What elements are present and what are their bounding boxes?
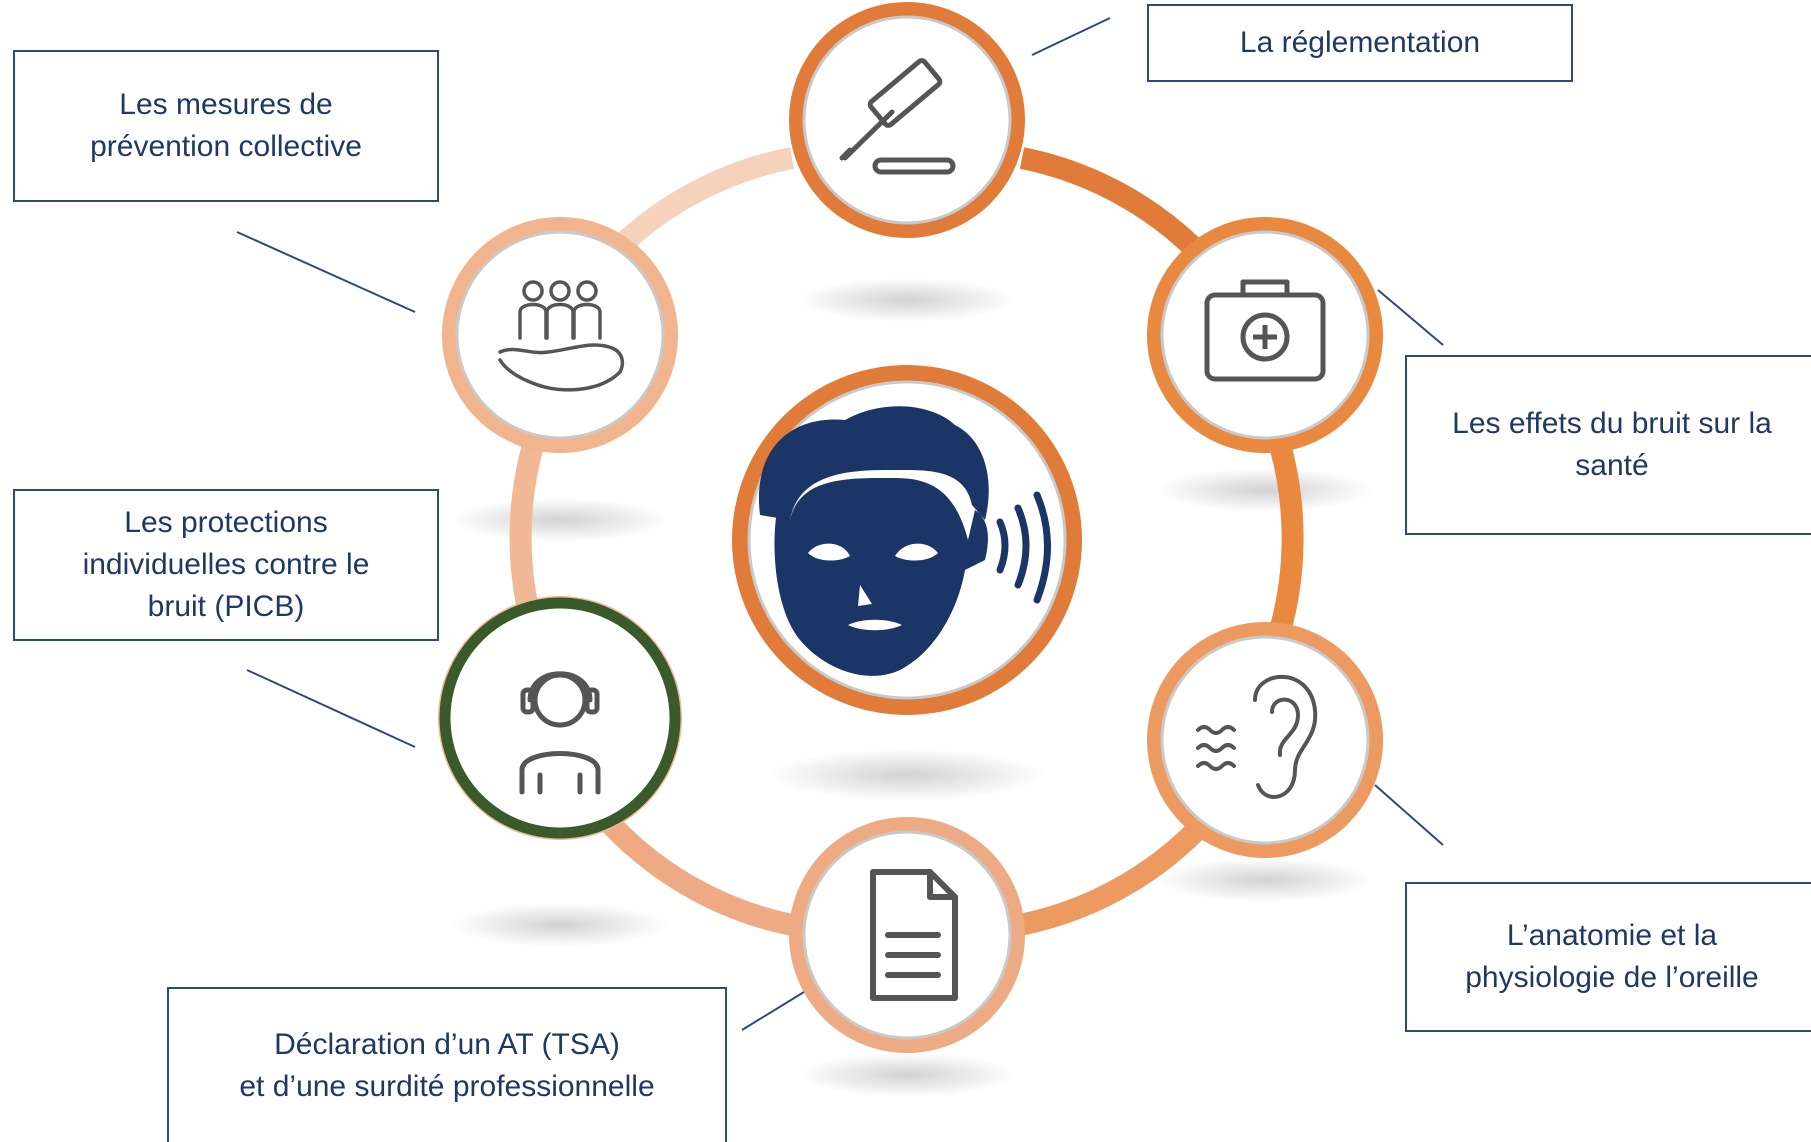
label-anatomie-line-1: L’anatomie et la xyxy=(1506,919,1718,952)
ear-sound-waves-icon xyxy=(1196,674,1318,799)
topic-node-protections xyxy=(438,596,682,840)
label-declaration: Déclaration d’un AT (TSA) et d’une surdi… xyxy=(167,987,727,1142)
topic-node-anatomie xyxy=(1147,622,1383,858)
person-hearing-noise-icon xyxy=(758,406,989,676)
label-prevention: Les mesures de prévention collective xyxy=(13,50,439,202)
label-declaration-line-2: et d’une surdité professionnelle xyxy=(239,1069,655,1103)
label-effets-sante-line-2: santé xyxy=(1575,449,1649,482)
sound-waves-icon xyxy=(996,491,1051,604)
person-headphones-icon xyxy=(519,671,601,795)
document-icon xyxy=(870,869,958,1001)
topic-node-prevention xyxy=(442,217,678,453)
label-reglementation: La réglementation xyxy=(1147,4,1573,82)
topic-node-declaration xyxy=(789,817,1025,1053)
label-effets-sante: Les effets du bruit sur la santé xyxy=(1405,355,1811,535)
label-protections-line-1: Les protections xyxy=(124,506,328,539)
label-prevention-line-1: Les mesures de xyxy=(119,88,333,121)
label-prevention-line-2: prévention collective xyxy=(90,130,362,163)
topic-node-effets-sante xyxy=(1147,217,1383,453)
gavel-icon xyxy=(839,58,956,175)
label-protections-line-3: bruit (PICB) xyxy=(147,590,305,623)
group-hand-icon xyxy=(498,280,625,392)
label-reglementation-line-1: La réglementation xyxy=(1239,26,1481,59)
label-protections: Les protections individuelles contre le … xyxy=(13,489,439,641)
center-node xyxy=(732,365,1082,715)
label-protections-line-2: individuelles contre le xyxy=(82,548,370,581)
topic-node-reglementation xyxy=(789,2,1025,238)
label-declaration-line-1: Déclaration d’un AT (TSA) xyxy=(274,1027,620,1061)
label-effets-sante-line-1: Les effets du bruit sur la xyxy=(1452,407,1772,440)
node-shadows xyxy=(450,278,1375,1097)
label-anatomie-line-2: physiologie de l’oreille xyxy=(1465,961,1759,994)
label-anatomie: L’anatomie et la physiologie de l’oreill… xyxy=(1405,882,1811,1032)
first-aid-kit-icon xyxy=(1204,279,1326,382)
connector-lines xyxy=(236,17,1444,1031)
